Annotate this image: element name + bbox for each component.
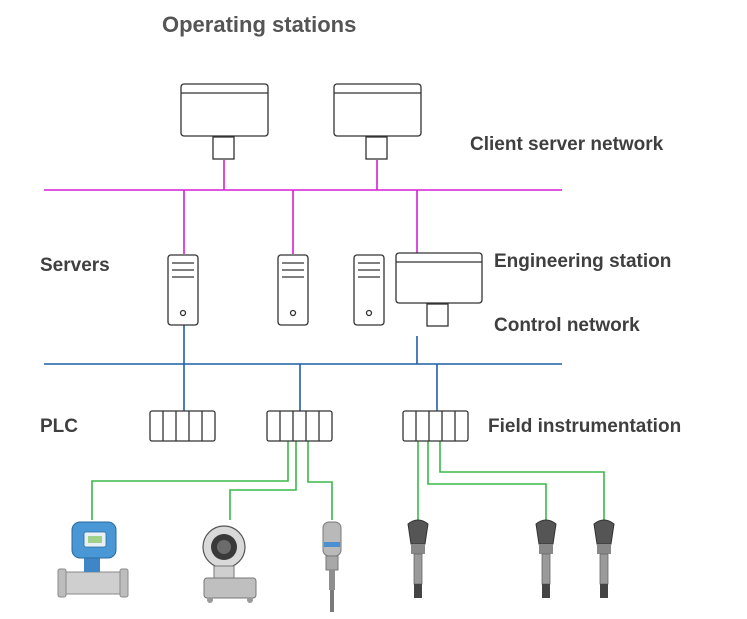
engineering-station-icon xyxy=(395,252,483,327)
server-tower-icon xyxy=(277,254,309,326)
client-server-network-label: Client server network xyxy=(470,134,664,155)
operating-station-icon xyxy=(180,83,269,160)
diagram-title: Operating stations xyxy=(162,12,357,37)
client-server-network-lines xyxy=(44,160,562,254)
plc-rack-icon xyxy=(149,410,216,442)
level-probe-icon xyxy=(407,519,429,598)
control-network-lines xyxy=(44,325,562,411)
plc-label: PLC xyxy=(40,416,78,437)
server-tower-icon xyxy=(353,254,385,326)
level-probe-icon xyxy=(535,519,557,598)
plc-rack-icon xyxy=(402,410,469,442)
engineering-station-label: Engineering station xyxy=(494,251,672,272)
field-instrumentation-label: Field instrumentation xyxy=(488,416,682,437)
pressure-transmitter-icon xyxy=(202,525,257,603)
electromagnetic-flowmeter-icon xyxy=(57,521,129,598)
servers-label: Servers xyxy=(40,255,110,276)
operating-station-icon xyxy=(333,83,422,160)
level-probe-icon xyxy=(593,519,615,598)
control-network-label: Control network xyxy=(494,315,640,336)
field-wiring-lines xyxy=(91,441,605,520)
server-tower-icon xyxy=(167,254,199,326)
plc-rack-icon xyxy=(266,410,333,442)
temperature-sensor-icon xyxy=(322,521,342,612)
